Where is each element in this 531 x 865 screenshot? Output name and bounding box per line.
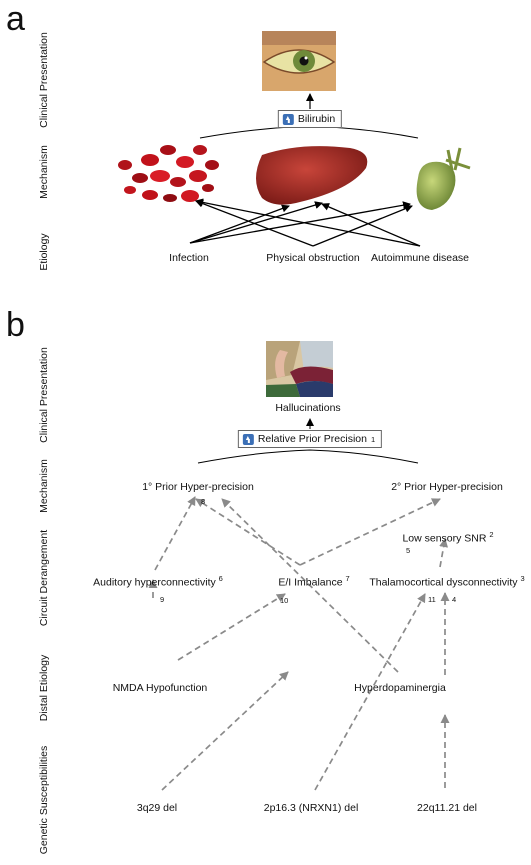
edge-number-8: 8	[201, 497, 206, 506]
edge-number-10: 10	[280, 596, 289, 605]
liver-illustration	[256, 146, 368, 205]
nmda-hypofunction: NMDA Hypofunction	[112, 682, 208, 694]
etiology-physical-obstruction: Physical obstruction	[266, 252, 360, 264]
panel-b-letter: b	[6, 306, 25, 344]
ei-imbalance: E/I Imbalance 7	[278, 574, 350, 589]
edge-number-5: 5	[406, 546, 411, 555]
relative-prior-precision-box: Relative Prior Precision 1	[237, 430, 383, 448]
panel-a-letter: a	[6, 0, 25, 38]
thalamocortical-dysconnectivity: Thalamocortical dysconnectivity 3	[369, 574, 525, 589]
edge-number-4: 4	[452, 595, 457, 604]
etiology-autoimmune-disease: Autoimmune disease	[370, 252, 470, 264]
hallucinations-label: Hallucinations	[275, 402, 341, 414]
hyperdopaminergia: Hyperdopaminergia	[354, 682, 446, 694]
relative-prior-precision-ref: 1	[370, 434, 376, 444]
edge-number-9: 9	[160, 595, 165, 604]
auditory-hyperconnectivity: Auditory hyperconnectivity 6	[93, 574, 223, 589]
relative-prior-precision-label: Relative Prior Precision	[257, 433, 367, 445]
low-sensory-snr: Low sensory SNR 2	[402, 530, 494, 545]
panel-b-label-clinical: Clinical Presentation	[38, 347, 50, 443]
bilirubin-label: Bilirubin	[297, 113, 336, 125]
up-arrow-icon	[242, 433, 254, 445]
gallbladder-illustration	[416, 147, 471, 210]
prior-hyper-precision-1: 1° Prior Hyper-precision	[142, 481, 254, 493]
etiology-infection: Infection	[169, 252, 209, 264]
up-arrow-icon	[282, 113, 294, 125]
genetic-2p16-nrxn1-del: 2p16.3 (NRXN1) del	[263, 802, 359, 814]
bilirubin-box: Bilirubin	[277, 110, 343, 128]
panel-b-label-genetic: Genetic Susceptibilities	[38, 745, 50, 855]
genetic-3q29-del: 3q29 del	[136, 802, 178, 814]
jaundiced-eye-illustration	[262, 31, 336, 91]
red-blood-cells-illustration	[118, 145, 219, 202]
edge-number-11: 11	[428, 595, 436, 604]
hallucination-painting-illustration	[266, 341, 333, 397]
prior-hyper-precision-2: 2° Prior Hyper-precision	[391, 481, 503, 493]
panel-b-label-mechanism: Mechanism	[38, 459, 50, 513]
panel-b-label-distal: Distal Etiology	[38, 654, 50, 722]
genetic-22q11-del: 22q11.21 del	[417, 802, 477, 814]
panel-b-label-circuit: Circuit Derangement	[38, 529, 50, 627]
